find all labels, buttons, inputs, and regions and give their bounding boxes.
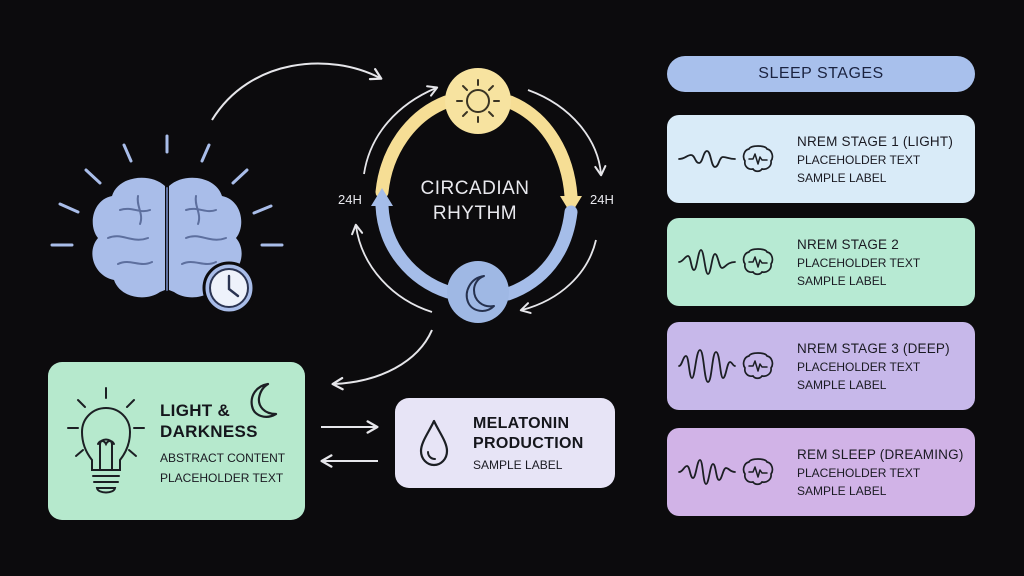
night-arc-right (501, 205, 578, 301)
light-bulb-icon (67, 387, 145, 494)
stage-line3: SAMPLE LABEL (797, 484, 887, 498)
brain-icon (742, 458, 774, 486)
clock-icon (202, 261, 256, 315)
brain-wave-icon (678, 249, 736, 275)
brain-icon (742, 248, 774, 276)
light-sub-line2: PLACEHOLDER TEXT (160, 471, 284, 485)
stage-card-nrem-1: NREM STAGE 1 (LIGHT) PLACEHOLDER TEXT SA… (667, 115, 975, 203)
light-title-line2: DARKNESS (160, 422, 258, 441)
stage-title: NREM STAGE 1 (LIGHT) (797, 134, 954, 149)
night-arc-left (375, 199, 455, 299)
stage-card-nrem-3: NREM STAGE 3 (DEEP) PLACEHOLDER TEXT SAM… (667, 322, 975, 410)
period-label-left: 24H (338, 192, 362, 207)
stage-line2: PLACEHOLDER TEXT (797, 360, 921, 374)
cycle-label-line1: CIRCADIAN (420, 178, 530, 199)
stage-title: REM SLEEP (DREAMING) (797, 447, 964, 462)
stage-title: NREM STAGE 2 (797, 237, 899, 252)
stage-line3: SAMPLE LABEL (797, 274, 887, 288)
light-sub-line1: ABSTRACT CONTENT (160, 451, 286, 465)
melatonin-card: MELATONIN PRODUCTION SAMPLE LABEL (395, 398, 615, 488)
brain-rays (50, 134, 284, 247)
light-title-line1: LIGHT & (160, 401, 231, 420)
outer-arrow-top-left (363, 85, 439, 175)
outer-arrow-top-right (527, 89, 607, 177)
light-darkness-card: LIGHT & DARKNESS ABSTRACT CONTENT PLACEH… (48, 362, 305, 520)
light-darkness-title: LIGHT & DARKNESS (160, 400, 258, 442)
stage-line2: PLACEHOLDER TEXT (797, 256, 921, 270)
brain-wave-icon (678, 459, 736, 485)
cycle-label-line2: RHYTHM (432, 203, 518, 224)
stage-card-nrem-2: NREM STAGE 2 PLACEHOLDER TEXT SAMPLE LAB… (667, 218, 975, 306)
outer-arrow-bottom-left (351, 223, 433, 313)
droplet-icon (419, 419, 449, 467)
period-label-right: 24H (590, 192, 614, 207)
outer-arrow-bottom-right (519, 239, 597, 314)
brain-icon (742, 145, 774, 173)
melatonin-title-line2: PRODUCTION (473, 435, 584, 452)
day-arc-left (375, 95, 453, 199)
brain-wave-icon (678, 150, 736, 168)
stage-line2: PLACEHOLDER TEXT (797, 466, 921, 480)
stage-line3: SAMPLE LABEL (797, 171, 887, 185)
stage-line3: SAMPLE LABEL (797, 378, 887, 392)
brain-wave-icon (678, 349, 736, 383)
crescent-moon-icon (250, 382, 278, 418)
arrow-cycle-to-light (331, 329, 433, 391)
moon-icon (447, 261, 509, 323)
sun-icon (445, 68, 511, 134)
melatonin-title: MELATONIN PRODUCTION (473, 414, 584, 454)
melatonin-subtitle: SAMPLE LABEL (473, 458, 563, 472)
light-darkness-subtitle: ABSTRACT CONTENT PLACEHOLDER TEXT (160, 448, 285, 488)
stage-card-rem: REM SLEEP (DREAMING) PLACEHOLDER TEXT SA… (667, 428, 975, 516)
stage-title: NREM STAGE 3 (DEEP) (797, 341, 950, 356)
stage-line2: PLACEHOLDER TEXT (797, 153, 921, 167)
cycle-label: CIRCADIAN RHYTHM (400, 176, 550, 226)
sleep-stages-header: SLEEP STAGES (667, 56, 975, 92)
melatonin-title-line1: MELATONIN (473, 415, 570, 432)
brain-icon (742, 352, 774, 380)
day-arc-right (503, 95, 578, 203)
arrow-brain-to-cycle (211, 62, 383, 121)
